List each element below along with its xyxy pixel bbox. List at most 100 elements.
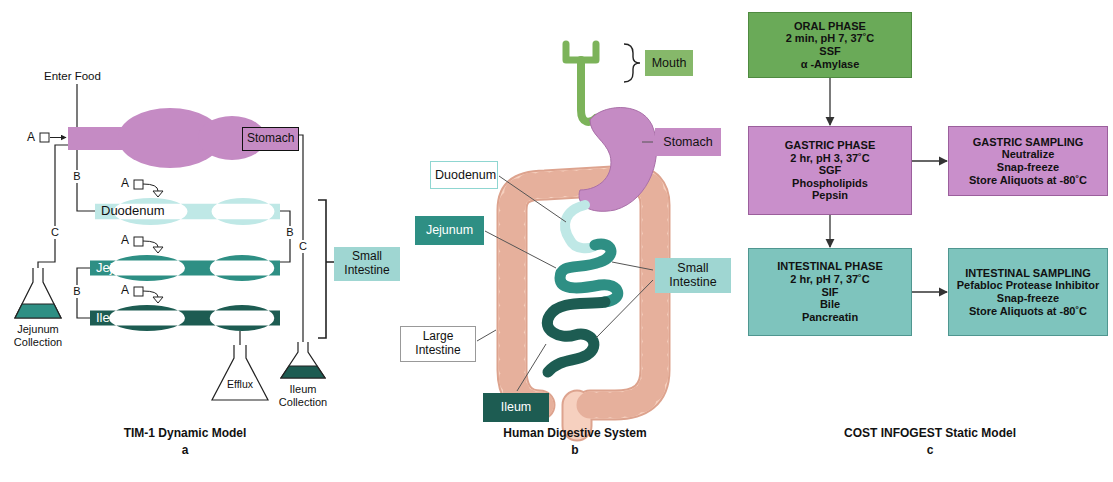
tube-letter: B <box>72 285 82 298</box>
tubes <box>38 84 303 358</box>
organ-label-box: Small Intestine <box>655 258 731 293</box>
efflux-flask <box>212 345 268 400</box>
node-title: Large Intestine <box>405 330 471 358</box>
mouth-bracket <box>624 44 640 82</box>
leader-line <box>485 231 556 268</box>
node-title: GASTRIC SAMPLING <box>953 136 1103 149</box>
node-title: INTESTINAL SAMPLING <box>953 267 1103 280</box>
input-label: Enter Food <box>44 70 101 83</box>
flask-label: Jejunum Collection <box>3 323 73 348</box>
flow-arrow <box>829 215 830 247</box>
node-detail: 2 min, pH 7, 37˚C <box>753 32 907 45</box>
flask-liquid <box>281 366 325 378</box>
organ-label-box: Duodenum <box>430 161 498 189</box>
inlet-valve <box>153 191 163 197</box>
inlet-letter: A <box>121 284 129 298</box>
node-title: ORAL PHASE <box>753 20 907 33</box>
flasks <box>15 268 325 400</box>
node-title: Small Intestine <box>338 250 396 278</box>
haustra <box>512 180 655 405</box>
tube-letter: B <box>72 170 82 183</box>
node-title: Stomach <box>659 135 717 149</box>
phase-box: ORAL PHASE2 min, pH 7, 37˚CSSFα -Amylase <box>748 12 912 78</box>
chamber-label-box: Stomach <box>242 127 299 151</box>
secretion-tube <box>285 135 303 342</box>
tube-letter: C <box>50 226 60 239</box>
jejunum-organ <box>560 244 618 302</box>
flow-arrow <box>829 78 830 125</box>
leader-line <box>499 176 566 222</box>
large-intestine-outline <box>512 180 655 426</box>
panel-letter: a <box>175 444 195 458</box>
inlet-valve <box>153 247 163 253</box>
panel-caption: Human Digestive System <box>475 427 675 441</box>
node-detail: Pefabloc Protease Inhibitor <box>953 279 1103 292</box>
jejunum-flask <box>15 268 61 318</box>
node-title: Ileum <box>96 311 274 326</box>
large-intestine <box>512 180 655 426</box>
tim-compartment: Duodenum <box>95 198 280 225</box>
flask-label: Ileum Collection <box>268 383 338 408</box>
node-detail: Pancreatin <box>753 311 907 324</box>
sampling-box: GASTRIC SAMPLINGNeutralizeSnap-freezeSto… <box>948 126 1108 196</box>
inlet-letter: A <box>121 177 129 191</box>
leader-line <box>612 262 653 270</box>
organ-label-box: Ileum <box>483 393 549 422</box>
inlet-arrow <box>143 184 158 191</box>
bracket <box>318 200 334 338</box>
inlet-letter: A <box>121 234 129 248</box>
inlet-square <box>134 287 143 296</box>
organ-label-box: Large Intestine <box>400 326 476 362</box>
tube-letter: B <box>285 226 295 239</box>
inlet-letter: A <box>27 131 35 145</box>
node-detail: Store Aliquots at -80˚C <box>953 305 1103 318</box>
node-detail: Store Aliquots at -80˚C <box>953 174 1103 187</box>
ileum-flask <box>281 342 325 378</box>
tim-compartment: Jejunum <box>90 255 280 281</box>
node-title: Duodenum <box>101 204 274 219</box>
sampling-box: INTESTINAL SAMPLINGPefabloc Protease Inh… <box>948 248 1108 336</box>
panel-caption: TIM-1 Dynamic Model <box>85 427 285 441</box>
flask-label: Efflux <box>220 378 260 390</box>
node-title: Ileum <box>487 400 545 414</box>
node-title: Mouth <box>649 56 689 70</box>
node-detail: Pepsin <box>753 189 907 202</box>
tim-compartment: Ileum <box>90 305 280 331</box>
node-detail: 2 hr, pH 3, 37˚C <box>753 152 907 165</box>
esophagus <box>581 60 596 122</box>
panel-caption: COST INFOGEST Static Model <box>810 427 1050 441</box>
node-detail: SGF <box>753 164 907 177</box>
organ-label-box: Jejunum <box>415 216 484 245</box>
node-detail: Neutralize <box>953 148 1103 161</box>
compartment-shape <box>95 198 280 225</box>
panel-letter: c <box>920 444 940 458</box>
node-detail: Bile <box>753 298 907 311</box>
node-title: Stomach <box>247 132 294 146</box>
panel-letter: b <box>565 444 585 458</box>
inlet-valve <box>153 297 163 303</box>
leader-line <box>642 142 653 143</box>
flask-liquid <box>15 304 61 318</box>
inlet-square <box>134 180 143 189</box>
feed-tube <box>76 84 77 127</box>
node-detail: Snap-freeze <box>953 292 1103 305</box>
node-title: GASTRIC PHASE <box>753 139 907 152</box>
region-label-box: Small Intestine <box>334 247 400 281</box>
leader-lines <box>477 44 653 391</box>
node-title: INTESTINAL PHASE <box>753 260 907 273</box>
node-detail: Snap-freeze <box>953 161 1103 174</box>
organ-label-box: Mouth <box>645 50 693 76</box>
leader-line <box>517 344 546 391</box>
human-anatomy <box>512 44 657 426</box>
secretion-tube <box>38 145 68 268</box>
node-title: Jejunum <box>419 223 480 237</box>
node-detail: 2 hr, pH 7, 37˚C <box>753 273 907 286</box>
node-detail: Phospholipids <box>753 177 907 190</box>
flow-arrow <box>912 160 947 161</box>
leader-line <box>477 330 496 341</box>
node-title: Small Intestine <box>659 261 727 290</box>
